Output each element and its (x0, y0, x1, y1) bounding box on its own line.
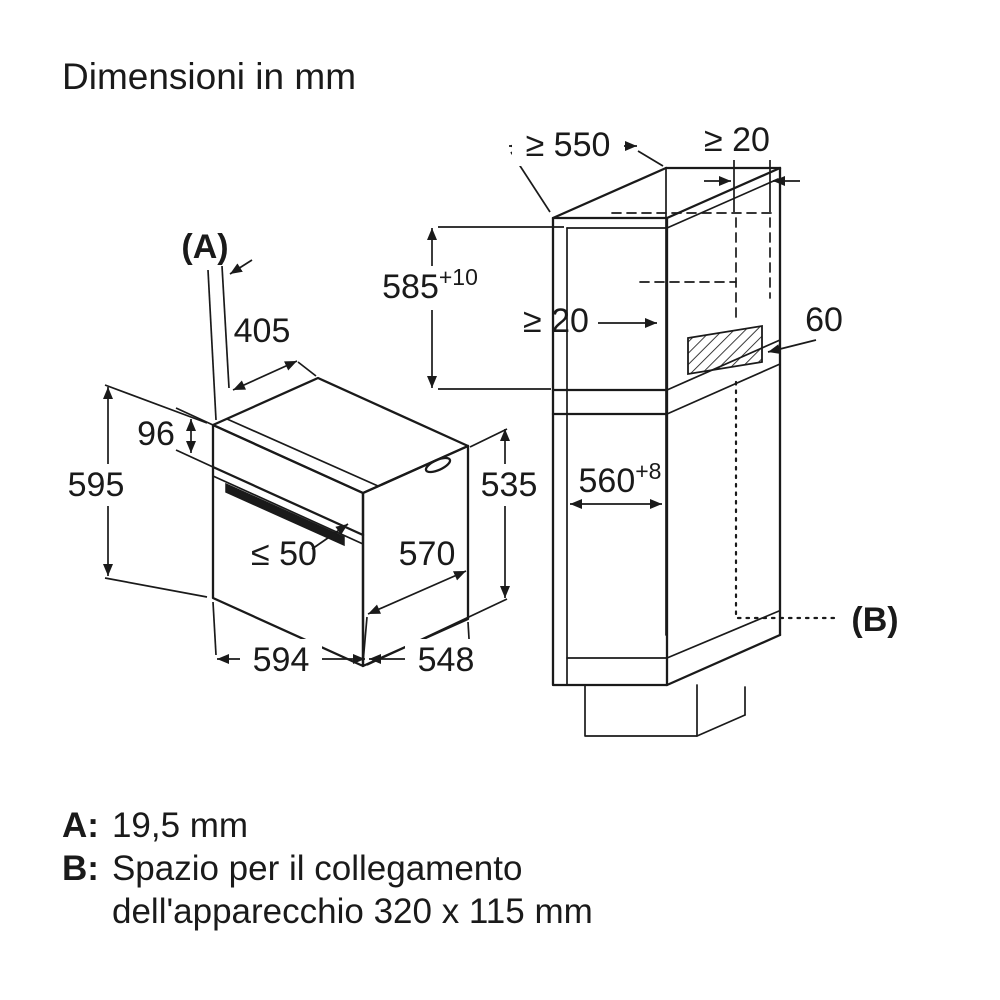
legend-line-b: B: Spazio per il collegamento (62, 847, 593, 890)
legend-line-a: A: 19,5 mm (62, 804, 593, 847)
oven-drawing (211, 376, 470, 668)
dim-label-60: 60 (805, 301, 843, 339)
oven-dimensions (103, 259, 510, 666)
legend-key-b: B: (62, 849, 99, 888)
dim-label-handle: ≤ 50 (251, 535, 317, 573)
cabinet-dimensions (427, 141, 817, 509)
side-grip-icon (424, 456, 452, 474)
oven-handle (225, 482, 345, 547)
dim-label-548: 548 (418, 641, 475, 679)
cabinet-drawing (551, 166, 842, 737)
dim-label-570: 570 (399, 535, 456, 573)
label-b: (B) (851, 601, 898, 639)
dim-label-gap-top: ≥ 20 (704, 121, 770, 159)
dim-label-550: ≥ 550 (526, 126, 611, 164)
page-title: Dimensioni in mm (62, 56, 357, 97)
connection-space-locator (734, 380, 842, 620)
dim-label-405: 405 (234, 312, 291, 350)
dim-label-560: 560+8 (579, 458, 662, 500)
dim-label-535: 535 (481, 466, 538, 504)
label-a: (A) (181, 228, 228, 266)
dim-label-96: 96 (137, 415, 175, 453)
dim-label-595: 595 (68, 466, 125, 504)
legend-value-b1: Spazio per il collegamento (111, 849, 523, 888)
legend: A: 19,5 mm B: Spazio per il collegamento d… (62, 804, 593, 933)
legend-value-b2: dell'apparecchio 320 x 115 mm (112, 892, 593, 931)
dim-label-gap-rear: ≥ 20 (523, 302, 589, 340)
legend-line-b2: dell'apparecchio 320 x 115 mm (62, 890, 593, 933)
dim-label-585: 585+10 (382, 264, 478, 306)
dim-label-594: 594 (253, 641, 310, 679)
vent-cutout-hatch (687, 324, 763, 376)
legend-key-a: A: (62, 806, 99, 845)
legend-value-a: 19,5 mm (111, 806, 249, 845)
